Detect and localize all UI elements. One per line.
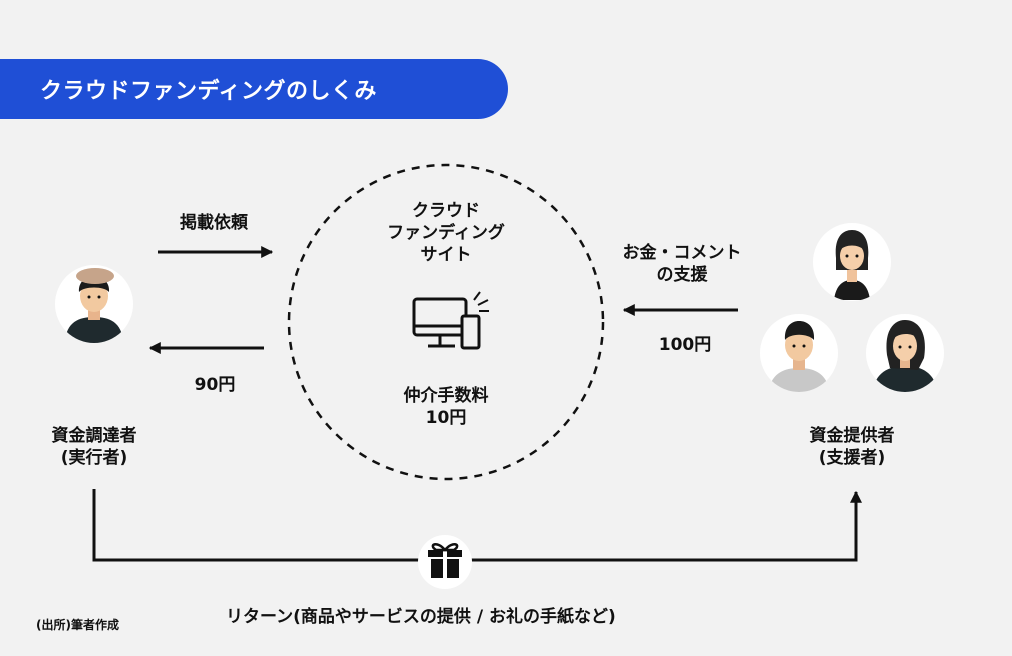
source-note: (出所)筆者作成 — [36, 618, 119, 632]
supporter-role-line-2: (支援者) — [818, 448, 886, 468]
support-label-line-2: の支援 — [656, 265, 708, 285]
request-label: 掲載依頼 — [180, 213, 248, 233]
return-arrow — [92, 489, 862, 562]
supporter-role-line-1: 資金提供者 — [809, 426, 895, 446]
return-label: リターン(商品やサービスの提供 / お礼の手紙など) — [226, 607, 616, 627]
gift-icon — [418, 535, 472, 589]
creator-role-line-1: 資金調達者 — [51, 426, 137, 446]
platform-circle — [287, 163, 605, 481]
site-name-line-1: クラウド — [412, 201, 480, 221]
site-name-line-2: ファンディング — [387, 223, 505, 243]
page-title: クラウドファンディングのしくみ — [40, 79, 377, 104]
supporter-avatar-man — [760, 314, 838, 392]
fee-amount: 10円 — [425, 408, 467, 428]
supporter-role: 資金提供者 (支援者) — [782, 425, 922, 469]
support-label: お金・コメント の支援 — [602, 242, 762, 286]
support-label-line-1: お金・コメント — [622, 243, 742, 263]
creator-avatar — [55, 265, 133, 343]
supporter-avatar-woman-1 — [813, 223, 891, 301]
computer-devices-icon — [412, 291, 489, 350]
site-name-line-3: サイト — [420, 245, 472, 265]
fee-label: 仲介手数料 10円 — [376, 385, 516, 429]
title-banner: クラウドファンディングのしくみ — [0, 59, 508, 119]
fee-label-text: 仲介手数料 — [403, 386, 489, 406]
supporter-avatar-woman-2 — [866, 314, 944, 392]
creator-role-line-2: (実行者) — [60, 448, 128, 468]
payout-amount: 90円 — [194, 375, 236, 395]
support-amount: 100円 — [658, 335, 712, 355]
site-name: クラウド ファンディング サイト — [366, 200, 526, 266]
creator-role: 資金調達者 (実行者) — [24, 425, 164, 469]
